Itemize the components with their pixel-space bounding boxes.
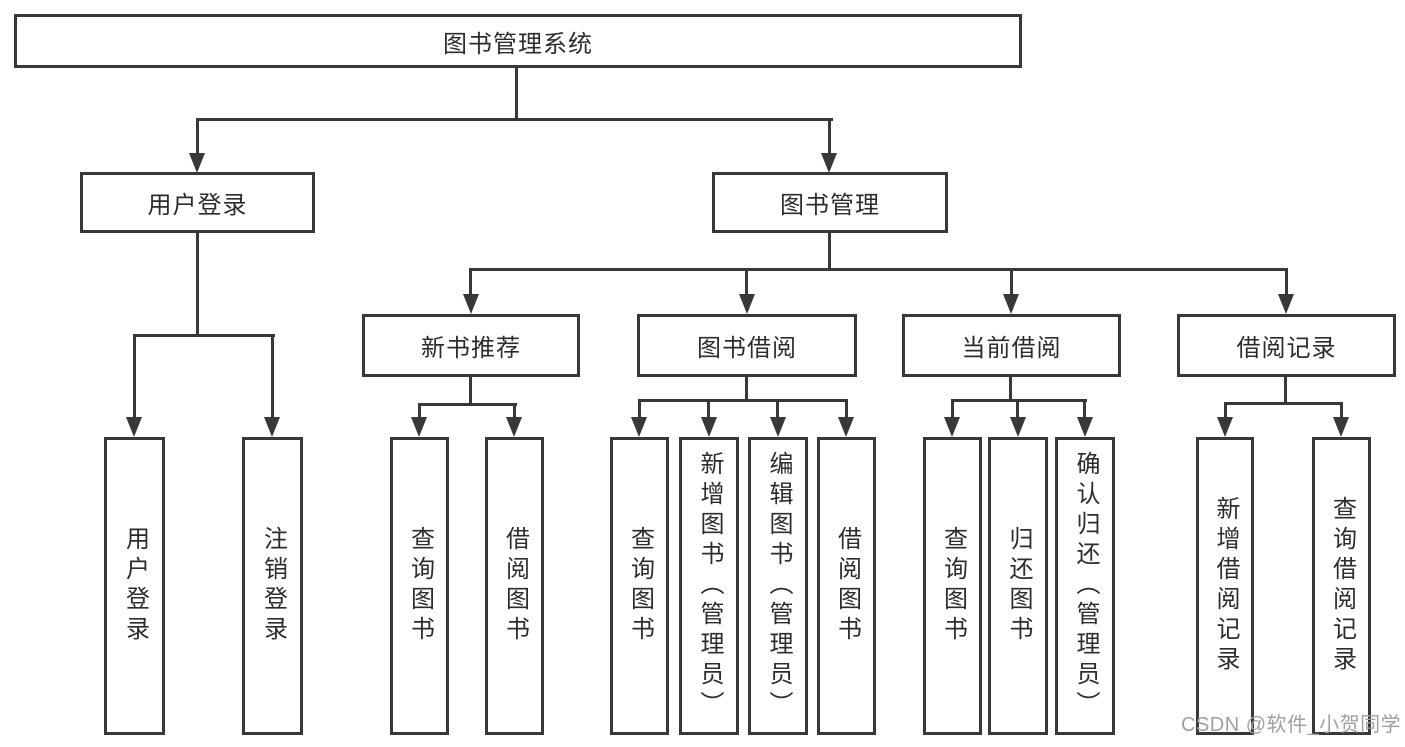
- arrow-head: [701, 417, 717, 437]
- connector-line: [1340, 402, 1343, 419]
- arrow-head: [821, 153, 837, 173]
- node-leaf-borrow-edit-book-label: 编辑图书（管理员）: [765, 451, 792, 721]
- arrow-head: [1077, 417, 1093, 437]
- node-leaf-logout-label: 注销登录: [259, 526, 287, 646]
- arrow-head: [463, 294, 479, 314]
- arrow-head: [411, 417, 427, 437]
- node-leaf-recommend-query-book: 查询图书: [390, 437, 449, 735]
- node-leaf-borrow-query-book: 查询图书: [610, 437, 669, 735]
- node-leaf-borrow-edit-book: 编辑图书（管理员）: [748, 437, 808, 735]
- connector-line: [133, 334, 136, 418]
- connector-line: [828, 233, 831, 271]
- arrow-head: [770, 417, 786, 437]
- connector-line: [845, 399, 848, 419]
- connector-line: [638, 399, 641, 419]
- connector-line: [638, 399, 848, 402]
- connector-line: [196, 118, 199, 153]
- node-current-borrow-label: 当前借阅: [961, 335, 1062, 362]
- node-book-borrow: 图书借阅: [637, 314, 857, 377]
- arrow-head: [631, 417, 647, 437]
- arrow-head: [264, 417, 280, 437]
- node-book-management: 图书管理: [712, 172, 948, 233]
- connector-line: [1016, 399, 1019, 419]
- arrow-head: [189, 153, 205, 173]
- node-leaf-borrow-add-book-label: 新增图书（管理员）: [696, 451, 723, 721]
- node-new-book-recommend-label: 新书推荐: [421, 335, 521, 362]
- node-leaf-borrow-query-book-label: 查询图书: [626, 526, 654, 646]
- connector-line: [776, 399, 779, 419]
- node-leaf-borrow-add-book: 新增图书（管理员）: [679, 437, 739, 735]
- node-root: 图书管理系统: [14, 14, 1022, 68]
- arrow-head: [1278, 294, 1294, 314]
- node-user-login-label: 用户登录: [147, 192, 248, 219]
- connector-line: [1083, 399, 1086, 419]
- connector-line: [271, 334, 274, 418]
- arrow-head: [1217, 417, 1233, 437]
- node-leaf-borrow-borrow-book-label: 借阅图书: [833, 526, 861, 646]
- node-leaf-current-confirm-return: 确认归还（管理员）: [1055, 437, 1115, 735]
- arrow-head: [1010, 417, 1026, 437]
- connector-line: [745, 377, 748, 402]
- connector-line: [1010, 268, 1013, 296]
- connector-line: [133, 334, 275, 337]
- connector-line: [196, 118, 833, 121]
- node-leaf-logout: 注销登录: [242, 437, 303, 735]
- node-leaf-current-return-book-label: 归还图书: [1005, 526, 1032, 646]
- node-leaf-current-query-book-label: 查询图书: [939, 526, 967, 646]
- arrow-head: [838, 417, 854, 437]
- node-leaf-recommend-borrow-book-label: 借阅图书: [501, 526, 529, 646]
- connector-line: [1284, 377, 1287, 405]
- node-current-borrow: 当前借阅: [902, 314, 1121, 377]
- node-user-login: 用户登录: [80, 172, 315, 233]
- connector-line: [515, 68, 518, 121]
- node-leaf-recommend-query-book-label: 查询图书: [406, 526, 434, 646]
- arrow-head: [506, 417, 522, 437]
- connector-line: [1224, 402, 1227, 419]
- node-leaf-current-confirm-return-label: 确认归还（管理员）: [1072, 451, 1099, 721]
- node-leaf-user-login-label: 用户登录: [121, 526, 149, 646]
- node-leaf-records-add-record-label: 新增借阅记录: [1212, 496, 1239, 676]
- arrow-head: [944, 417, 960, 437]
- connector-line: [469, 268, 1288, 271]
- connector-line: [513, 403, 516, 419]
- connector-line: [745, 268, 748, 296]
- node-book-management-label: 图书管理: [780, 192, 880, 219]
- arrow-head: [1003, 294, 1019, 314]
- node-leaf-borrow-borrow-book: 借阅图书: [817, 437, 876, 735]
- node-leaf-current-return-book: 归还图书: [988, 437, 1048, 735]
- node-root-label: 图书管理系统: [443, 30, 593, 58]
- node-leaf-recommend-borrow-book: 借阅图书: [485, 437, 544, 735]
- connector-line: [707, 399, 710, 419]
- csdn-watermark: CSDN @软件_小贺同学: [1181, 714, 1402, 736]
- arrow-head: [126, 417, 142, 437]
- node-book-borrow-label: 图书借阅: [697, 335, 797, 362]
- node-leaf-records-query-record-label: 查询借阅记录: [1328, 496, 1356, 676]
- connector-line: [951, 399, 954, 419]
- connector-line: [1224, 402, 1343, 405]
- connector-line: [469, 268, 472, 296]
- connector-line: [418, 403, 421, 419]
- connector-line: [828, 118, 831, 153]
- node-borrow-records: 借阅记录: [1177, 314, 1396, 377]
- node-new-book-recommend: 新书推荐: [362, 314, 580, 377]
- node-leaf-user-login: 用户登录: [104, 437, 165, 735]
- arrow-head: [1333, 417, 1349, 437]
- node-leaf-records-add-record: 新增借阅记录: [1196, 437, 1254, 735]
- connector-line: [951, 399, 1087, 402]
- arrow-head: [739, 294, 755, 314]
- node-leaf-current-query-book: 查询图书: [923, 437, 982, 735]
- connector-line: [1009, 377, 1012, 402]
- node-borrow-records-label: 借阅记录: [1236, 335, 1337, 362]
- node-leaf-records-query-record: 查询借阅记录: [1312, 437, 1371, 735]
- connector-line: [469, 377, 472, 406]
- connector-line: [418, 403, 517, 406]
- connector-line: [196, 233, 199, 336]
- connector-line: [1285, 268, 1288, 296]
